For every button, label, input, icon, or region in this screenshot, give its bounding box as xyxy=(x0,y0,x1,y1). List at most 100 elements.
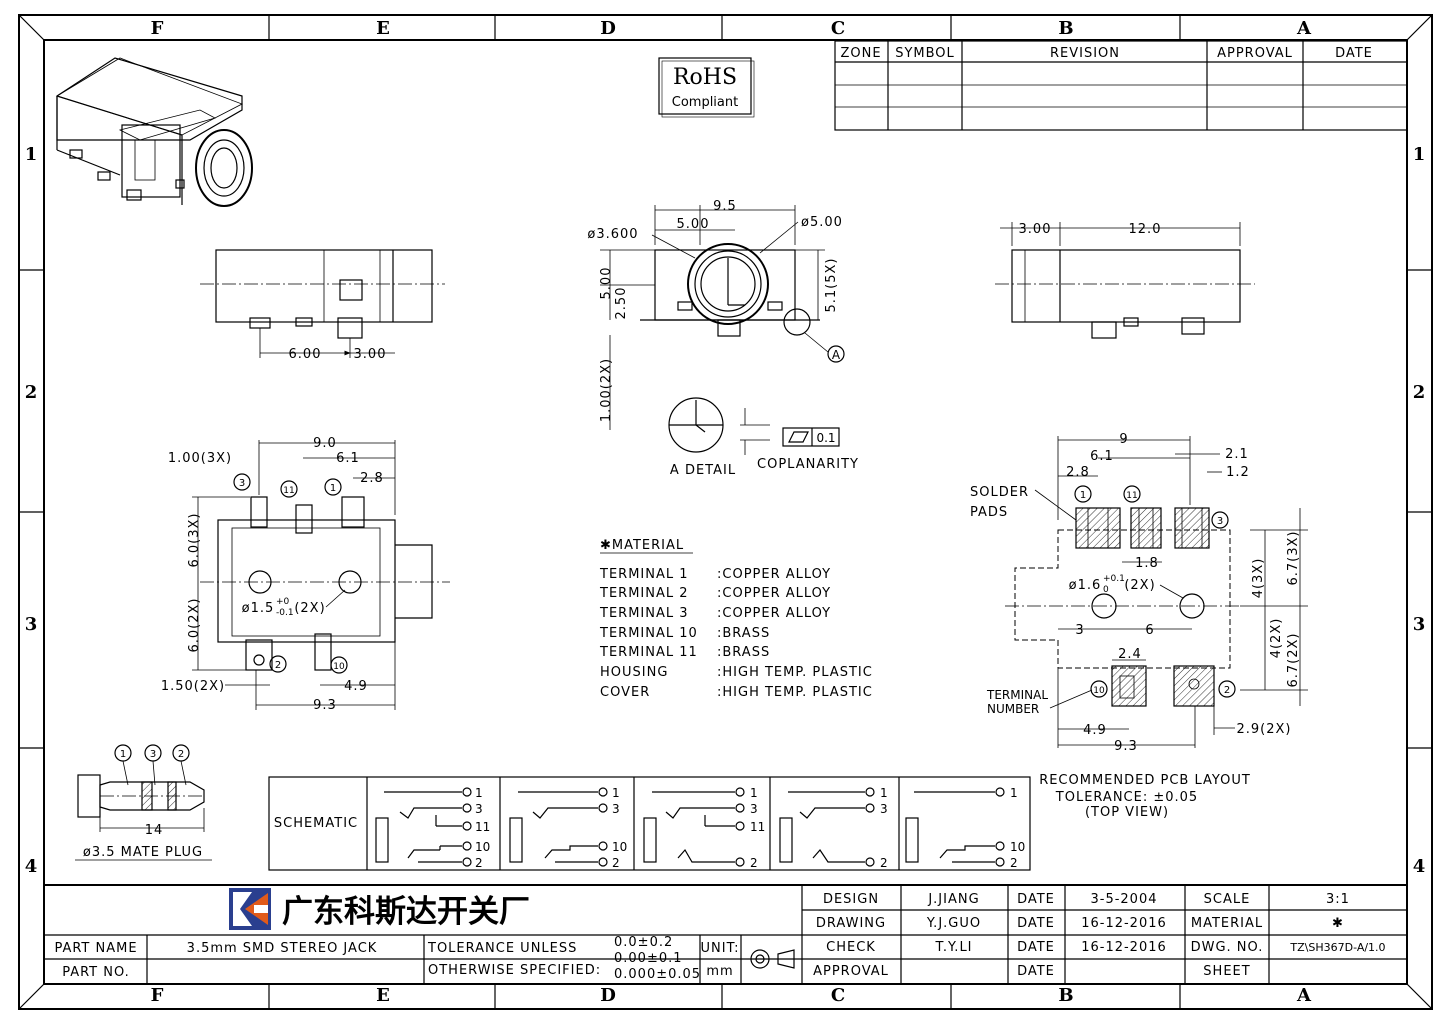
schem4-pin-3: 3 xyxy=(880,802,888,816)
plug-callout-3: 3 xyxy=(150,749,156,760)
dim-pcb-h4: 6.7(2X) xyxy=(1286,633,1301,688)
design-label: DESIGN xyxy=(823,892,879,907)
material-row-2-value: :COPPER ALLOY xyxy=(717,586,831,601)
solder-pads-label-1: SOLDER xyxy=(970,485,1029,500)
pcb-callout-10: 10 xyxy=(1093,686,1105,696)
zone-bottom-b: B xyxy=(1058,985,1073,1006)
dim-pcb-h2: 6.7(3X) xyxy=(1286,531,1301,586)
side-view-right: 3.00 12.0 xyxy=(995,222,1255,339)
check-value: T.Y.LI xyxy=(934,940,972,955)
zone-top-d: D xyxy=(600,18,616,39)
schem4-pin-2: 2 xyxy=(880,856,888,870)
dim-pcb-hole-tol-dn: 0 xyxy=(1103,585,1109,595)
pcb-callout-2: 2 xyxy=(1224,685,1230,696)
schematic-5: 1 10 2 xyxy=(905,786,1025,870)
drawing-value: Y.J.GUO xyxy=(926,916,981,931)
scale-value: 3:1 xyxy=(1326,892,1350,907)
dim-front-h1: 5.00 xyxy=(599,267,614,300)
check-date-label: DATE xyxy=(1017,940,1055,955)
tolerance-label-1: TOLERANCE UNLESS xyxy=(427,941,577,956)
material-row-3-name: TERMINAL 3 xyxy=(599,606,689,621)
pcb-caption-2: TOLERANCE: ±0.05 xyxy=(1055,790,1198,805)
company-name: 广东科斯达开关厂 xyxy=(282,894,530,930)
rev-header-date: DATE xyxy=(1335,46,1373,61)
plug-label: ø3.5 MATE PLUG xyxy=(83,845,203,860)
rohs-sub: Compliant xyxy=(672,95,738,110)
dim-pcb-hole-tol-up: +0.1 xyxy=(1103,574,1125,584)
dim-pcb-j: 4.9 xyxy=(1083,723,1107,738)
part-name-value: 3.5mm SMD STEREO JACK xyxy=(187,941,378,956)
rohs-badge: RoHS Compliant xyxy=(658,57,755,118)
dim-pcb-c: 2.1 xyxy=(1225,447,1249,462)
schem5-pin-10: 10 xyxy=(1010,840,1025,854)
dwg-no-label: DWG. NO. xyxy=(1191,940,1264,955)
dim-front-d3: ø5.00 xyxy=(801,215,843,230)
rev-header-symbol: SYMBOL xyxy=(895,46,955,61)
schematic-4: 1 3 2 xyxy=(779,786,888,870)
schem1-pin-1: 1 xyxy=(475,786,483,800)
schem2-pin-2: 2 xyxy=(612,856,620,870)
top-callout-2: 2 xyxy=(275,660,281,671)
top-callout-3: 3 xyxy=(239,478,245,489)
dim-pcb-d: 1.2 xyxy=(1226,465,1250,480)
material-list: ✱MATERIAL TERMINAL 1 :COPPER ALLOY TERMI… xyxy=(599,538,873,700)
dim-side-a: 6.00 xyxy=(289,347,322,362)
side-view-left: 6.00 3.00 xyxy=(200,249,445,362)
material-title: ✱MATERIAL xyxy=(600,538,684,553)
drawing-date: 16-12-2016 xyxy=(1081,916,1167,931)
zone-bottom-a: A xyxy=(1296,985,1312,1006)
dim-top-hole-qty: (2X) xyxy=(294,601,325,616)
material-row-7-name: COVER xyxy=(600,685,650,700)
design-date: 3-5-2004 xyxy=(1090,892,1157,907)
zone-bottom-f: F xyxy=(151,985,164,1006)
projection-symbol xyxy=(748,949,795,969)
row-right-3: 3 xyxy=(1413,614,1426,635)
dim-pcb-h3: 4(2X) xyxy=(1269,618,1284,659)
dim-pcb-e: 1.8 xyxy=(1135,556,1159,571)
pcb-caption-1: RECOMMENDED PCB LAYOUT xyxy=(1039,773,1251,788)
schem3-pin-1: 1 xyxy=(750,786,758,800)
dim-side-b: 3.00 xyxy=(354,347,387,362)
a-detail-label: A DETAIL xyxy=(670,463,736,478)
dim-side2-a: 3.00 xyxy=(1019,222,1052,237)
part-name-label: PART NAME xyxy=(54,941,137,956)
a-detail: A DETAIL 0.1 COPLANARITY xyxy=(668,397,858,478)
design-date-label: DATE xyxy=(1017,892,1055,907)
plug-callout-2: 2 xyxy=(178,749,184,760)
material-row-7-value: :HIGH TEMP. PLASTIC xyxy=(717,685,873,700)
rohs-title: RoHS xyxy=(673,65,737,90)
zone-top-c: C xyxy=(831,18,845,39)
drawing-date-label: DATE xyxy=(1017,916,1055,931)
schem1-pin-10: 10 xyxy=(475,840,490,854)
schem2-pin-3: 3 xyxy=(612,802,620,816)
approval-date-label: DATE xyxy=(1017,964,1055,979)
schem2-pin-10: 10 xyxy=(612,840,627,854)
check-date: 16-12-2016 xyxy=(1081,940,1167,955)
plug-callout-1: 1 xyxy=(120,749,126,760)
zone-top-f: F xyxy=(151,18,164,39)
material-row-4-value: :BRASS xyxy=(717,626,770,641)
dim-pcb-h1: 4(3X) xyxy=(1251,558,1266,599)
pcb-callout-1: 1 xyxy=(1080,490,1086,501)
dim-top-h1: 6.0(3X) xyxy=(187,513,202,568)
schematic-3: 1 3 11 2 xyxy=(643,786,765,870)
dim-top-hole: ø1.5 xyxy=(242,601,275,616)
dim-pcb-f: 3 xyxy=(1075,623,1084,638)
row-right-4: 4 xyxy=(1413,856,1426,877)
pcb-caption-3: (TOP VIEW) xyxy=(1085,805,1169,820)
schematic-strip: SCHEMATIC xyxy=(268,776,1031,871)
dim-pcb-a: 6.1 xyxy=(1090,449,1114,464)
material-row-1-value: :COPPER ALLOY xyxy=(717,567,831,582)
material-row-5-name: TERMINAL 11 xyxy=(599,645,698,660)
dim-top-c: 1.00(3X) xyxy=(168,451,232,466)
zone-top-e: E xyxy=(376,18,390,39)
tolerance-value-3: 0.000±0.05 xyxy=(614,967,701,982)
dim-pcb-g: 6 xyxy=(1145,623,1154,638)
material-row-3-value: :COPPER ALLOY xyxy=(717,606,831,621)
unit-label: UNIT: xyxy=(701,941,740,956)
dim-front-h4: 1.00(2X) xyxy=(599,358,614,422)
material-row-6-value: :HIGH TEMP. PLASTIC xyxy=(717,665,873,680)
material-label: MATERIAL xyxy=(1191,916,1263,931)
row-left-4: 4 xyxy=(25,856,38,877)
pcb-callout-11: 11 xyxy=(1126,491,1137,501)
